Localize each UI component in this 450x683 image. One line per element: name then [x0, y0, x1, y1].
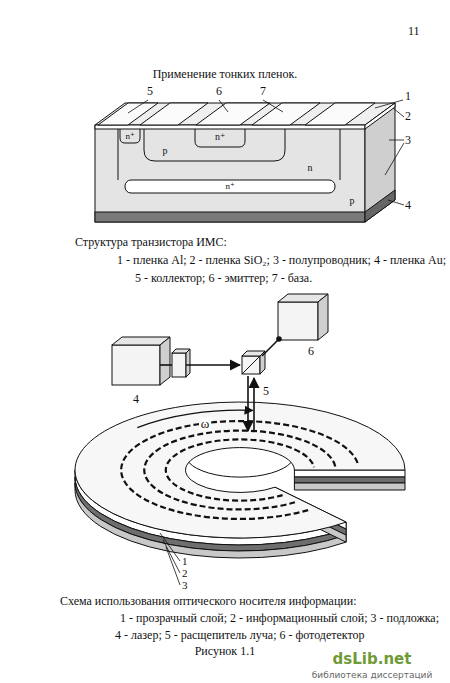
watermark: библиотека диссертаций: [312, 670, 432, 680]
rotation-arrow: [137, 410, 252, 428]
callout-number: 2: [182, 567, 188, 580]
sio2-film: [95, 125, 365, 129]
region-label: n: [308, 162, 313, 174]
watermark: dsLib.net: [333, 651, 412, 668]
cut-face: [294, 470, 405, 477]
cut-face: [294, 483, 405, 490]
buried-layer: [125, 180, 335, 193]
cut-face: [294, 477, 405, 483]
emitter-region: [195, 129, 245, 147]
callout-number: 4: [133, 393, 139, 407]
top-face: [95, 103, 395, 125]
region-label: n⁺: [125, 131, 134, 141]
al-strip: [305, 103, 375, 125]
callout-number: 3: [182, 579, 188, 592]
region-label: p: [350, 195, 355, 207]
isolation-boundary: [340, 129, 341, 180]
caption-text: 1 - прозрачный слой; 2 - информационный …: [120, 612, 439, 626]
lens-box: [172, 349, 190, 377]
callout-number: 2: [405, 110, 411, 124]
base-region: [144, 129, 285, 161]
callout-number: 7: [260, 85, 266, 99]
caption-text: 1 - пленка Al; 2 - пленка SiO₂; 3 - полу…: [117, 254, 446, 268]
caption-text: 4 - лазер; 5 - расщепитель луча; 6 - фот…: [115, 629, 365, 643]
al-strips: [98, 103, 375, 125]
rotation-symbol: ω: [199, 417, 212, 432]
page-title: Применение тонких пленок.: [153, 68, 298, 82]
callout-number: 6: [216, 85, 222, 99]
photodetector-box: [278, 294, 328, 340]
leader-lines: [128, 100, 404, 205]
caption-text: Структура транзистора ИМС:: [75, 236, 227, 250]
collector-contact: [120, 129, 140, 143]
al-strip: [140, 103, 208, 125]
beam-splitter: [242, 351, 265, 374]
region-label: n⁺: [225, 181, 234, 191]
optical-disc: [75, 402, 405, 558]
region-label: p: [163, 145, 168, 157]
callout-number: 6: [308, 345, 314, 359]
optical-head: [112, 294, 328, 585]
callout-number: 3: [405, 134, 411, 148]
light-beams: [160, 337, 281, 431]
page-number: 11: [408, 25, 420, 39]
hole-edge: [189, 462, 291, 477]
diffusion-regions: [118, 129, 340, 193]
data-track: [144, 431, 335, 510]
isolation-boundary: [118, 129, 119, 180]
caption-text: 5 - коллектор; 6 - эмиттер; 7 - база.: [135, 272, 312, 286]
figure-caption: Рисунок 1.1: [195, 645, 256, 659]
transistor-structure: [95, 100, 404, 222]
callout-number: 1: [182, 555, 188, 568]
au-film: [95, 212, 365, 222]
region-label: n⁺: [215, 131, 225, 143]
data-track: [166, 439, 314, 500]
callout-number: 4: [405, 199, 411, 213]
leader-lines: [160, 533, 180, 585]
caption-text: Схема использования оптического носителя…: [60, 595, 357, 609]
callout-number: 5: [263, 385, 269, 399]
laser-box: [112, 337, 170, 385]
disc-surface: [75, 402, 405, 538]
callout-number: 5: [147, 85, 153, 99]
au-film-side: [365, 190, 395, 222]
data-track: [121, 421, 358, 519]
callout-number: 1: [405, 90, 411, 104]
semiconductor-front: [95, 125, 365, 222]
